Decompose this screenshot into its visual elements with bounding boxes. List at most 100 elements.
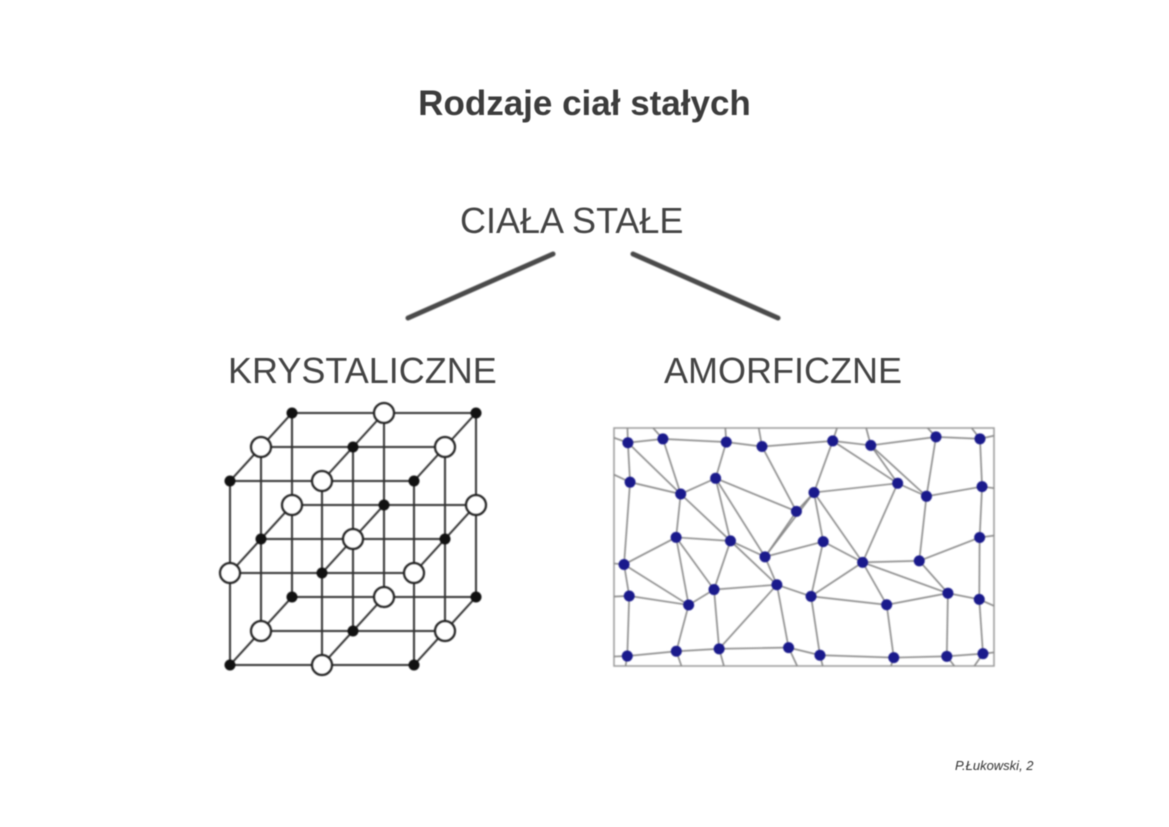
amorphous-atom [618,558,630,570]
amorphous-bond [810,596,821,656]
amorphous-bond [715,477,797,513]
amorphous-network-icon [613,427,995,667]
amorphous-atom [913,555,925,567]
amorphous-bond [810,595,887,606]
lattice-atom-open [433,435,457,459]
amorphous-atom [920,490,932,502]
amorphous-atom [790,505,802,517]
lattice-atom-filled [224,659,236,671]
lattice-atom-filled [286,407,298,419]
lattice-atom-open [341,527,365,551]
amorphous-atom [976,481,988,493]
amorphous-atom [805,590,817,602]
amorphous-atom [683,599,695,611]
amorphous-bond [675,493,682,538]
amorphous-atom [865,439,877,451]
amorphous-atom [941,650,953,662]
amorphous-bond [676,536,731,542]
lattice-atom-open [249,619,273,643]
amorphous-bond [886,592,949,606]
amorphous-atom [624,476,636,488]
amorphous-bond [978,486,983,538]
amorphous-bond [713,540,732,590]
lattice-atom-filled [224,475,236,487]
amorphous-atom [670,531,682,543]
amorphous-bond [719,646,789,650]
amorphous-bond [918,536,980,562]
amorphous-bond [862,561,949,594]
crystalline-lattice-icon [218,401,488,677]
amorphous-bond [925,436,937,497]
lattice-atom-filled [286,591,298,603]
amorphous-bond [675,536,715,591]
amorphous-bond [813,440,834,493]
amorphous-bond [730,540,766,558]
amorphous-atom [759,551,771,563]
amorphous-bond [627,442,682,495]
amorphous-bond [893,655,947,659]
amorphous-bond [726,441,763,448]
amorphous-atom [814,649,826,661]
amorphous-bond [714,478,732,542]
amorphous-atom [720,436,732,448]
root-node-label: CIAŁA STAŁE [460,200,684,241]
amorphous-bond [627,438,663,444]
lattice-atom-filled [408,475,420,487]
lattice-atom-filled [316,567,328,579]
amorphous-atom [974,531,986,543]
amorphous-atom [771,579,783,591]
amorphous-atom [827,435,839,447]
amorphous-atom [657,433,669,445]
amorphous-node-label: AMORFICZNE [664,350,902,391]
lattice-atom-open [249,435,273,459]
amorphous-atom [724,535,736,547]
amorphous-bond [926,485,983,498]
amorphous-bond [918,496,928,561]
amorphous-atom [930,431,942,443]
amorphous-atom [670,645,682,657]
amorphous-atom [942,587,954,599]
amorphous-atom [621,650,633,662]
slide-title: Rodzaje ciał stałych [418,84,751,123]
amorphous-bond [676,648,720,653]
lattice-atom-open [372,585,396,609]
amorphous-bond [662,438,727,443]
lattice-atom-filled [347,625,359,637]
amorphous-bond [623,536,677,566]
amorphous-bond [776,583,812,598]
amorphous-bond [764,540,824,558]
lattice-atom-open [218,561,242,585]
lattice-atom-open [280,493,304,517]
amorphous-bond [861,561,888,606]
amorphous-bond [761,440,833,448]
amorphous-bond [813,492,824,542]
amorphous-bond [675,537,690,606]
amorphous-bond [629,595,689,606]
lattice-atom-filled [255,533,267,545]
amorphous-frame [613,427,995,667]
amorphous-bond [822,540,863,564]
amorphous-atom [888,652,900,664]
amorphous-bond [729,540,778,586]
amorphous-bond [978,599,984,654]
connector-right [630,251,781,321]
amorphous-bond [832,440,899,484]
amorphous-bond [623,563,690,606]
amorphous-bond [662,438,682,495]
lattice-atom-open [372,401,396,425]
amorphous-atom [713,643,725,655]
amorphous-bond [680,477,716,495]
crystalline-node-label: KRYSTALICZNE [228,350,497,391]
amorphous-atom [708,584,720,596]
lattice-atom-filled [347,441,359,453]
amorphous-bond [623,482,631,565]
amorphous-bond [810,541,824,597]
amorphous-atom [675,488,687,500]
amorphous-atom [857,556,869,568]
lattice-atom-open [310,653,334,677]
lattice-atom-open [433,619,457,643]
amorphous-bond [861,482,899,563]
amorphous-atom [973,593,985,605]
slide-footer: P.Łukowski, 2 [955,758,1034,773]
